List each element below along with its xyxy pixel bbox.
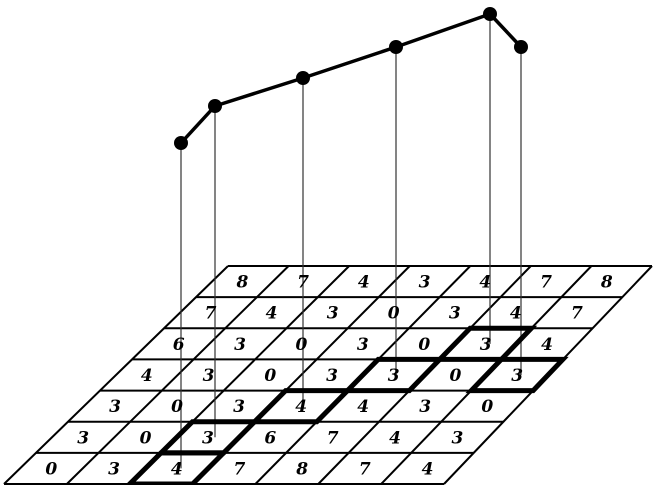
grid-cell-value: 7 (234, 459, 246, 479)
grid-column-line (3, 265, 229, 485)
grid-cell-value: 3 (326, 366, 338, 386)
grid-cell-value: 0 (140, 428, 152, 448)
grid-cell-value: 7 (297, 273, 309, 293)
grid-cell-value: 0 (418, 335, 430, 355)
grid-cell-value: 0 (481, 397, 493, 417)
grid-cell-value: 4 (357, 397, 369, 417)
profile-point (483, 7, 497, 21)
highlighted-cell (465, 356, 569, 394)
grid-column-line (66, 265, 290, 485)
grid-cell-value: 3 (108, 459, 120, 479)
grid-cell-value: 8 (295, 459, 308, 479)
drop-lines (180, 14, 522, 469)
grid-cell-value: 3 (449, 304, 461, 324)
grid-cell-value: 3 (419, 273, 431, 293)
grid-cell-value: 0 (171, 397, 183, 417)
highlighted-cell (248, 388, 354, 425)
profile-line (179, 12, 523, 145)
profile-point (389, 40, 403, 54)
grid-cell-value: 0 (450, 366, 462, 386)
grid-cell-value: 6 (173, 335, 185, 355)
grid-cell-value: 4 (266, 304, 278, 324)
grid-cell-value: 7 (571, 304, 583, 324)
grid-cell-value: 3 (388, 366, 400, 386)
grid-cell-value: 3 (419, 397, 431, 417)
grid-cell-value: 3 (233, 397, 245, 417)
grid-cell-value: 4 (541, 335, 553, 355)
profile-point (208, 99, 222, 113)
profile-point (296, 71, 310, 85)
grid-cell-value: 3 (234, 335, 246, 355)
grid-cell-value: 0 (388, 304, 400, 324)
grid-cell-value: 4 (479, 273, 491, 293)
grid-cell-value: 4 (389, 428, 401, 448)
grid-cell-value: 3 (203, 366, 215, 386)
grid-cell-value: 3 (451, 428, 463, 448)
grid-cell-value: 7 (540, 273, 552, 293)
profile-point (174, 136, 188, 150)
grid-cell-value: 3 (511, 366, 523, 386)
grid-cell-value: 8 (235, 273, 248, 293)
grid-cell-value: 4 (358, 273, 370, 293)
path-highlights (125, 325, 569, 485)
highlighted-cell (154, 419, 261, 456)
grid-cell-value: 4 (510, 304, 522, 324)
grid-cell-value: 4 (171, 459, 183, 479)
grid-cell-value: 6 (264, 428, 276, 448)
grid-cell-value: 7 (327, 428, 339, 448)
grid-cell-value: 3 (327, 304, 339, 324)
grid-cell-value: 4 (141, 366, 153, 386)
grid-cell-value: 7 (205, 304, 217, 324)
profile-points (174, 7, 528, 150)
grid-cell-value: 4 (422, 459, 434, 479)
grid-cell-value: 0 (45, 459, 57, 479)
profile-point (514, 40, 528, 54)
highlighted-cell (341, 356, 446, 394)
grid-cell-value: 0 (264, 366, 276, 386)
grid-cell-value: 4 (295, 397, 307, 417)
grid-cell-value: 3 (480, 335, 492, 355)
grid-cell-value: 3 (357, 335, 369, 355)
grid-cell-value: 3 (202, 428, 214, 448)
grid-cell-value: 0 (296, 335, 308, 355)
grid-cell-value: 8 (600, 273, 613, 293)
grid-cell-value: 7 (359, 459, 371, 479)
grid-cell-value: 3 (77, 428, 89, 448)
grid-cell-value: 3 (109, 397, 121, 417)
